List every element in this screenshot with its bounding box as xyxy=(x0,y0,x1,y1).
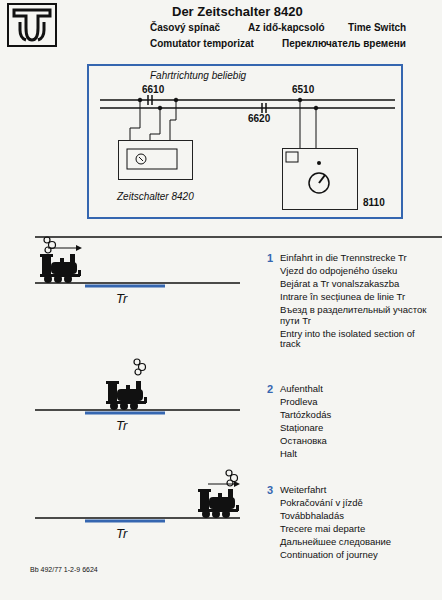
step-number: 1 xyxy=(267,252,273,265)
section-label: Tr xyxy=(116,419,127,434)
locomotive xyxy=(106,381,147,410)
isolated-section xyxy=(85,520,165,523)
step-text: Pokračování v jízdě xyxy=(280,498,430,509)
step-text: Staționare xyxy=(280,423,430,434)
subtitle: Time Switch xyxy=(348,22,406,34)
part-number: 6610 xyxy=(142,84,164,96)
subtitle: Comutator temporizat xyxy=(150,38,254,50)
logo xyxy=(14,10,50,40)
print-code: Bb 492/77 1-2-9 6624 xyxy=(30,566,98,574)
section-label: Tr xyxy=(116,527,127,542)
locomotive xyxy=(198,489,239,518)
step-text: Entry into the isolated section of track xyxy=(280,329,430,351)
subtitle: Переключатель времени xyxy=(282,38,406,50)
track xyxy=(100,95,395,113)
step-text: Bejárat a Tr vonalszakaszba xyxy=(280,279,430,290)
time-switch-box: Zeitschalter 8420 xyxy=(118,140,193,180)
step-text: Vjezd do odpojeného úseku xyxy=(280,266,430,277)
step-text: Дальнейшее следование xyxy=(280,537,430,548)
part-number: 6510 xyxy=(292,84,314,96)
step-text: Остановка xyxy=(280,436,430,447)
step-text: Tartózkodás xyxy=(280,410,430,421)
direction-note: Fahrtrichtung beliebig xyxy=(150,70,246,82)
step-text: Aufenthalt xyxy=(280,384,430,395)
step-text: Continuation of journey xyxy=(280,550,430,561)
isolated-section xyxy=(85,285,165,288)
step-text: Intrare în secțiunea de linie Tr xyxy=(280,292,430,303)
step-text: Weiterfahrt xyxy=(280,485,430,496)
step-number: 2 xyxy=(267,383,273,396)
step-number: 3 xyxy=(267,484,273,497)
step-text: Halt xyxy=(280,449,430,460)
section-label: Tr xyxy=(116,292,127,307)
locomotive xyxy=(40,254,81,283)
step-text: Prodleva xyxy=(280,397,430,408)
schematic-frame xyxy=(88,65,402,218)
subtitle: Časový spínač xyxy=(150,22,220,34)
step-text: Въезд в разделительный участок пути Tr xyxy=(280,305,430,327)
step-text: Trecere mai departe xyxy=(280,524,430,535)
control-box: 8110 xyxy=(282,148,358,210)
control-symbol xyxy=(283,149,356,208)
box-label: 8110 xyxy=(363,197,385,208)
switch-symbol xyxy=(119,141,191,178)
step-text: Einfahrt in die Trennstrecke Tr xyxy=(280,253,430,264)
subtitle: Az idő-kapcsoló xyxy=(248,22,325,34)
logo-frame xyxy=(8,4,56,46)
title: Der Zeitschalter 8420 xyxy=(172,5,303,20)
part-number: 6620 xyxy=(248,113,270,125)
step-text: Továbbhaladás xyxy=(280,511,430,522)
isolated-section xyxy=(85,412,165,415)
box-label: Zeitschalter 8420 xyxy=(117,191,194,202)
